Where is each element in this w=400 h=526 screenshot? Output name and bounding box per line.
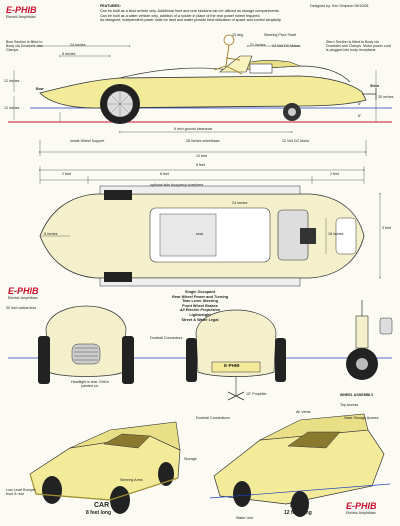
dim-8-side: 8 inches — [62, 52, 76, 56]
car-length: 8 feet long — [86, 510, 112, 516]
dim-12-small: 12" — [310, 232, 316, 236]
spec-item: Street & Water Legal — [181, 317, 219, 322]
logo-middle-subtitle: Electric Amphibian — [8, 296, 38, 300]
rear-badge: E-PHIB — [224, 363, 240, 368]
front-view-drawing — [8, 300, 393, 401]
side-view-drawing — [8, 34, 392, 156]
inside-wheel-support-label: Inside Wheel Support — [70, 139, 105, 143]
boat-title: BOAT — [290, 502, 310, 509]
water-line-label: Water Line — [236, 516, 254, 520]
logo-middle: E-PHIB — [8, 286, 39, 296]
side-chambers-label: optional side buoyancy chambers — [150, 183, 204, 187]
hull-side — [39, 75, 367, 109]
angle-15-label: 15 deg — [232, 33, 243, 37]
propeller-label: 10" Propeller — [246, 392, 267, 396]
car-title: CAR — [94, 502, 110, 509]
feature-line-1: Can be built as a land vehicle only. Add… — [100, 9, 280, 13]
dim-30-side: 30 inches — [378, 95, 394, 99]
dovetail-connectors-label: Dovetail Connectors — [150, 336, 183, 340]
boat-length: 12 feet long — [284, 510, 312, 516]
steering-arms-label: Steering Arms — [120, 478, 143, 482]
angle-6-bottom: 6" — [358, 114, 362, 118]
bow-label: Bow — [36, 87, 44, 91]
feature-line-2: Can be built as a water vehicle only, ad… — [100, 13, 261, 18]
air-vents-label: Air Vents — [296, 410, 311, 414]
spec-item: Twin Lever Steering — [182, 299, 218, 304]
top-access-label: Top Access — [340, 403, 359, 407]
wheel-assembly-label: WHEEL ASSEMBLY — [340, 393, 374, 397]
dim-24-top: 24 inches — [232, 201, 248, 205]
spec-item: Single Occupant — [185, 290, 215, 294]
feature-line-3: As designed, independent power units for… — [100, 18, 282, 22]
top-view-drawing — [39, 166, 381, 287]
ground-clearance-label: 6 inch ground clearance — [174, 127, 213, 131]
dim-21-side: 21 inches — [250, 43, 266, 47]
car-render — [29, 421, 181, 514]
dim-12-feet: 12 feet — [196, 154, 207, 158]
spec-item: All Electric Propulsion — [179, 308, 221, 313]
logo-bottom-subtitle: Electric Amphibian — [346, 511, 376, 515]
boat-render — [209, 413, 391, 517]
dim-24-side: 24 inches — [70, 43, 86, 47]
wheelbase-label: 28 inches wheelbase — [186, 139, 220, 143]
tire-radius-label: 30 inch radius tires — [6, 306, 37, 310]
storage-label: Storage — [184, 457, 197, 461]
logo-top: E-PHIB — [6, 5, 37, 15]
features-title: FEATURES: — [100, 4, 121, 8]
designer-credit: Designed by: Ken Simpson 08/10/08 — [310, 4, 369, 8]
dim-8-feet: 8 feet — [196, 163, 205, 167]
dim-12-top: 12 inches — [4, 79, 20, 83]
motor-24v-label: 24 Volt DC Motor — [272, 44, 300, 48]
bow-section-label: Bow Section is fitted to Body via Doveta… — [6, 40, 43, 52]
logo-bottom: E-PHIB — [346, 501, 377, 511]
stern-section-label: Stern Section is fitted to Body via Dove… — [326, 40, 391, 52]
dovetail-connections-label: Dovetail Connections — [196, 416, 230, 420]
spec-item: Lightweight — [189, 312, 211, 317]
dim-2-feet-right: 2 feet — [330, 172, 339, 176]
dim-12-bottom: 12 inches — [4, 106, 20, 110]
steering-pivot-label: Steering Pivot Shaft — [264, 33, 296, 37]
spec-item: Rear Wheel Power and Turning — [171, 294, 229, 299]
state-storage-label: State Storage Access — [344, 416, 379, 420]
bumper-label: Low Level Bumper front & rear — [6, 488, 36, 496]
specs-list: Single Occupant Rear Wheel Power and Tur… — [150, 290, 250, 322]
dim-3-feet: 3 feet — [382, 226, 391, 230]
stern-label: Stern — [370, 84, 380, 88]
dim-6-feet: 6 feet — [160, 172, 169, 176]
dim-18-top: 18 inches — [328, 232, 344, 236]
headlight-label: Headlight is rear. Grill is painted on. — [71, 380, 109, 388]
logo-top-subtitle: Electric Amphibian — [6, 15, 36, 19]
angle-6-top: 6" — [358, 102, 362, 106]
seat-label: seat — [196, 232, 203, 236]
dim-8-top: 8 inches — [44, 232, 58, 236]
spec-item: Front Wheel Brakes — [182, 303, 218, 308]
motor-12v-label: 12 Volt DC Motor — [282, 139, 310, 143]
dim-2-feet-left: 2 feet — [62, 172, 71, 176]
